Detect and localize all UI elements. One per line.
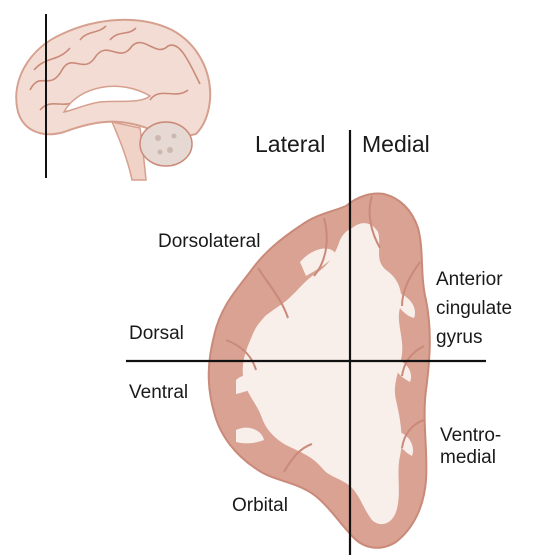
label-cingulate: cingulate: [436, 297, 512, 321]
label-orbital: Orbital: [232, 494, 288, 518]
label-ventro: Ventro-: [440, 424, 501, 448]
label-lateral: Lateral: [255, 130, 325, 158]
label-ventral: Ventral: [129, 381, 188, 405]
label-anterior: Anterior: [436, 268, 503, 292]
label-dorsolateral: Dorsolateral: [158, 230, 260, 254]
label-gyrus: gyrus: [436, 326, 482, 350]
inset-cerebellum: [140, 122, 192, 166]
label-dorsal: Dorsal: [129, 322, 184, 346]
midsagittal-brain-inset: [16, 14, 210, 180]
label-medial: Medial: [362, 130, 430, 158]
label-medial-region: medial: [440, 446, 496, 470]
